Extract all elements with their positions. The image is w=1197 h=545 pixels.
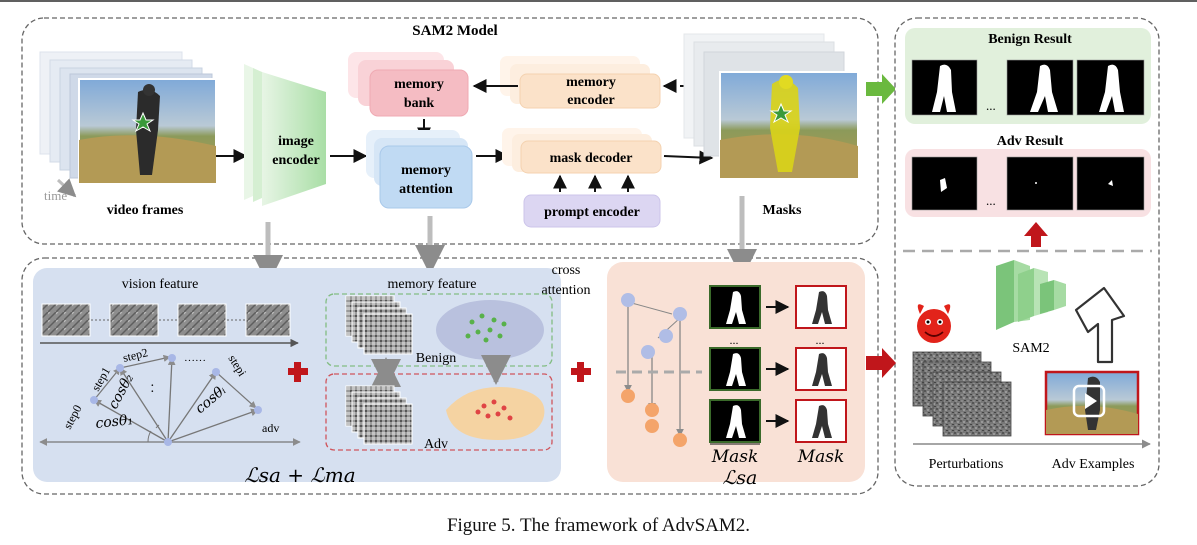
- memory-feature-title: memory feature: [387, 277, 476, 292]
- lsa-loss-label: ℒsa: [723, 467, 758, 489]
- benign-points: [465, 313, 507, 343]
- fan-dots-2: ·: [150, 379, 155, 394]
- benign-dashed-box: [325, 293, 553, 367]
- prompt-star-icon: [131, 111, 155, 133]
- adv-result-title: Adv Result: [997, 134, 1064, 149]
- adv-points: [475, 399, 513, 421]
- adv-memory-label: Adv: [424, 437, 448, 452]
- memory-attention-label-line2: attention: [399, 182, 453, 197]
- benign-result-title: Benign Result: [988, 32, 1072, 47]
- time-arrow: [56, 178, 77, 198]
- memory-encoder-label-line1: memory: [566, 75, 616, 90]
- plus-icon-2: [571, 362, 591, 382]
- adv-vector-label: adv: [262, 421, 279, 435]
- fan-dots-1: ·: [150, 385, 155, 400]
- paraglider-person: [136, 89, 160, 175]
- benign-ellipsis: ...: [986, 98, 996, 113]
- vision-feature-maps: [41, 303, 291, 337]
- prompt-encoder-label: prompt encoder: [544, 205, 640, 220]
- benign-memory-maps: [345, 295, 413, 355]
- figure-caption: Figure 5. The framework of AdvSAM2.: [446, 515, 751, 536]
- memory-encoder-label-line2: encoder: [567, 93, 614, 108]
- adv-dashed-box: [325, 373, 553, 451]
- memory-encoder-block: [500, 56, 661, 109]
- mask-output-stack: [683, 33, 859, 179]
- image-encoder-label-line2: encoder: [272, 153, 319, 168]
- combined-loss-label: ℒsa + ℒma: [244, 463, 355, 487]
- masks-label: Masks: [763, 203, 802, 218]
- fan-dots-row: ······: [184, 355, 206, 367]
- red-up-arrow: [1024, 222, 1048, 247]
- memory-bank-label-line1: memory: [394, 77, 444, 92]
- mask-decoder-block: [502, 128, 662, 174]
- mask-left-label: Mask: [711, 447, 759, 467]
- adv-ellipsis: ...: [986, 193, 996, 208]
- perturbations-stack: [912, 351, 1012, 437]
- mask-decoder-label: mask decoder: [550, 151, 633, 166]
- image-encoder-label-line1: image: [278, 134, 314, 149]
- cosine-fan-diagram: [39, 354, 301, 446]
- sam2-3d-block-icon: [996, 260, 1066, 330]
- perturbations-label: Perturbations: [929, 457, 1004, 472]
- adv-example-image: [1044, 370, 1140, 436]
- memory-bank-block: [348, 52, 469, 117]
- sam2-label: SAM2: [1012, 341, 1049, 356]
- target-mask-column: [795, 285, 847, 443]
- mask-star-icon: [769, 102, 793, 124]
- mask-col-ellipsis-2: ...: [816, 333, 825, 347]
- adv-memory-maps: [345, 385, 413, 445]
- green-arrow-to-benign: [866, 74, 896, 104]
- memory-attention-label-line1: memory: [401, 163, 451, 178]
- benign-mask-thumbnails: [911, 59, 1145, 116]
- yellow-mask-overlay: [770, 79, 800, 172]
- mask-node-graph: [616, 293, 702, 447]
- adv-examples-label: Adv Examples: [1052, 457, 1135, 472]
- benign-mask-column: [709, 285, 761, 443]
- devil-icon: [917, 304, 951, 343]
- step2-label: step2: [121, 345, 149, 365]
- video-frames-label: video frames: [107, 203, 184, 218]
- memory-attention-block: [366, 130, 473, 209]
- benign-memory-label: Benign: [416, 351, 456, 366]
- arrow-decoder-to-masks: [663, 150, 714, 165]
- mask-col-ellipsis-1: ...: [730, 333, 739, 347]
- video-frame-stack: [39, 51, 217, 184]
- vision-feature-title: vision feature: [122, 277, 199, 292]
- prompt-encoder-block: [523, 194, 661, 228]
- sam2-model-title: SAM2 Model: [412, 23, 497, 39]
- play-icon-frame: [1072, 384, 1106, 418]
- play-icon: [1085, 393, 1097, 409]
- adv-mask-thumbnails: [911, 156, 1145, 211]
- memory-bank-label-line2: bank: [404, 96, 435, 111]
- time-label: time: [44, 188, 67, 203]
- mask-right-label: Mask: [797, 447, 845, 467]
- cross-attention-line1: cross: [552, 263, 581, 278]
- cross-attention-line2: attention: [542, 283, 591, 298]
- image-encoder-block: [244, 64, 326, 206]
- hollow-arrow-icon: [1074, 286, 1126, 364]
- cos-theta-1-label: cosθ₁: [95, 412, 134, 432]
- red-arrow-to-results: [866, 348, 896, 378]
- adv-feature-cloud: [446, 386, 545, 440]
- plus-icon-1: [288, 362, 308, 382]
